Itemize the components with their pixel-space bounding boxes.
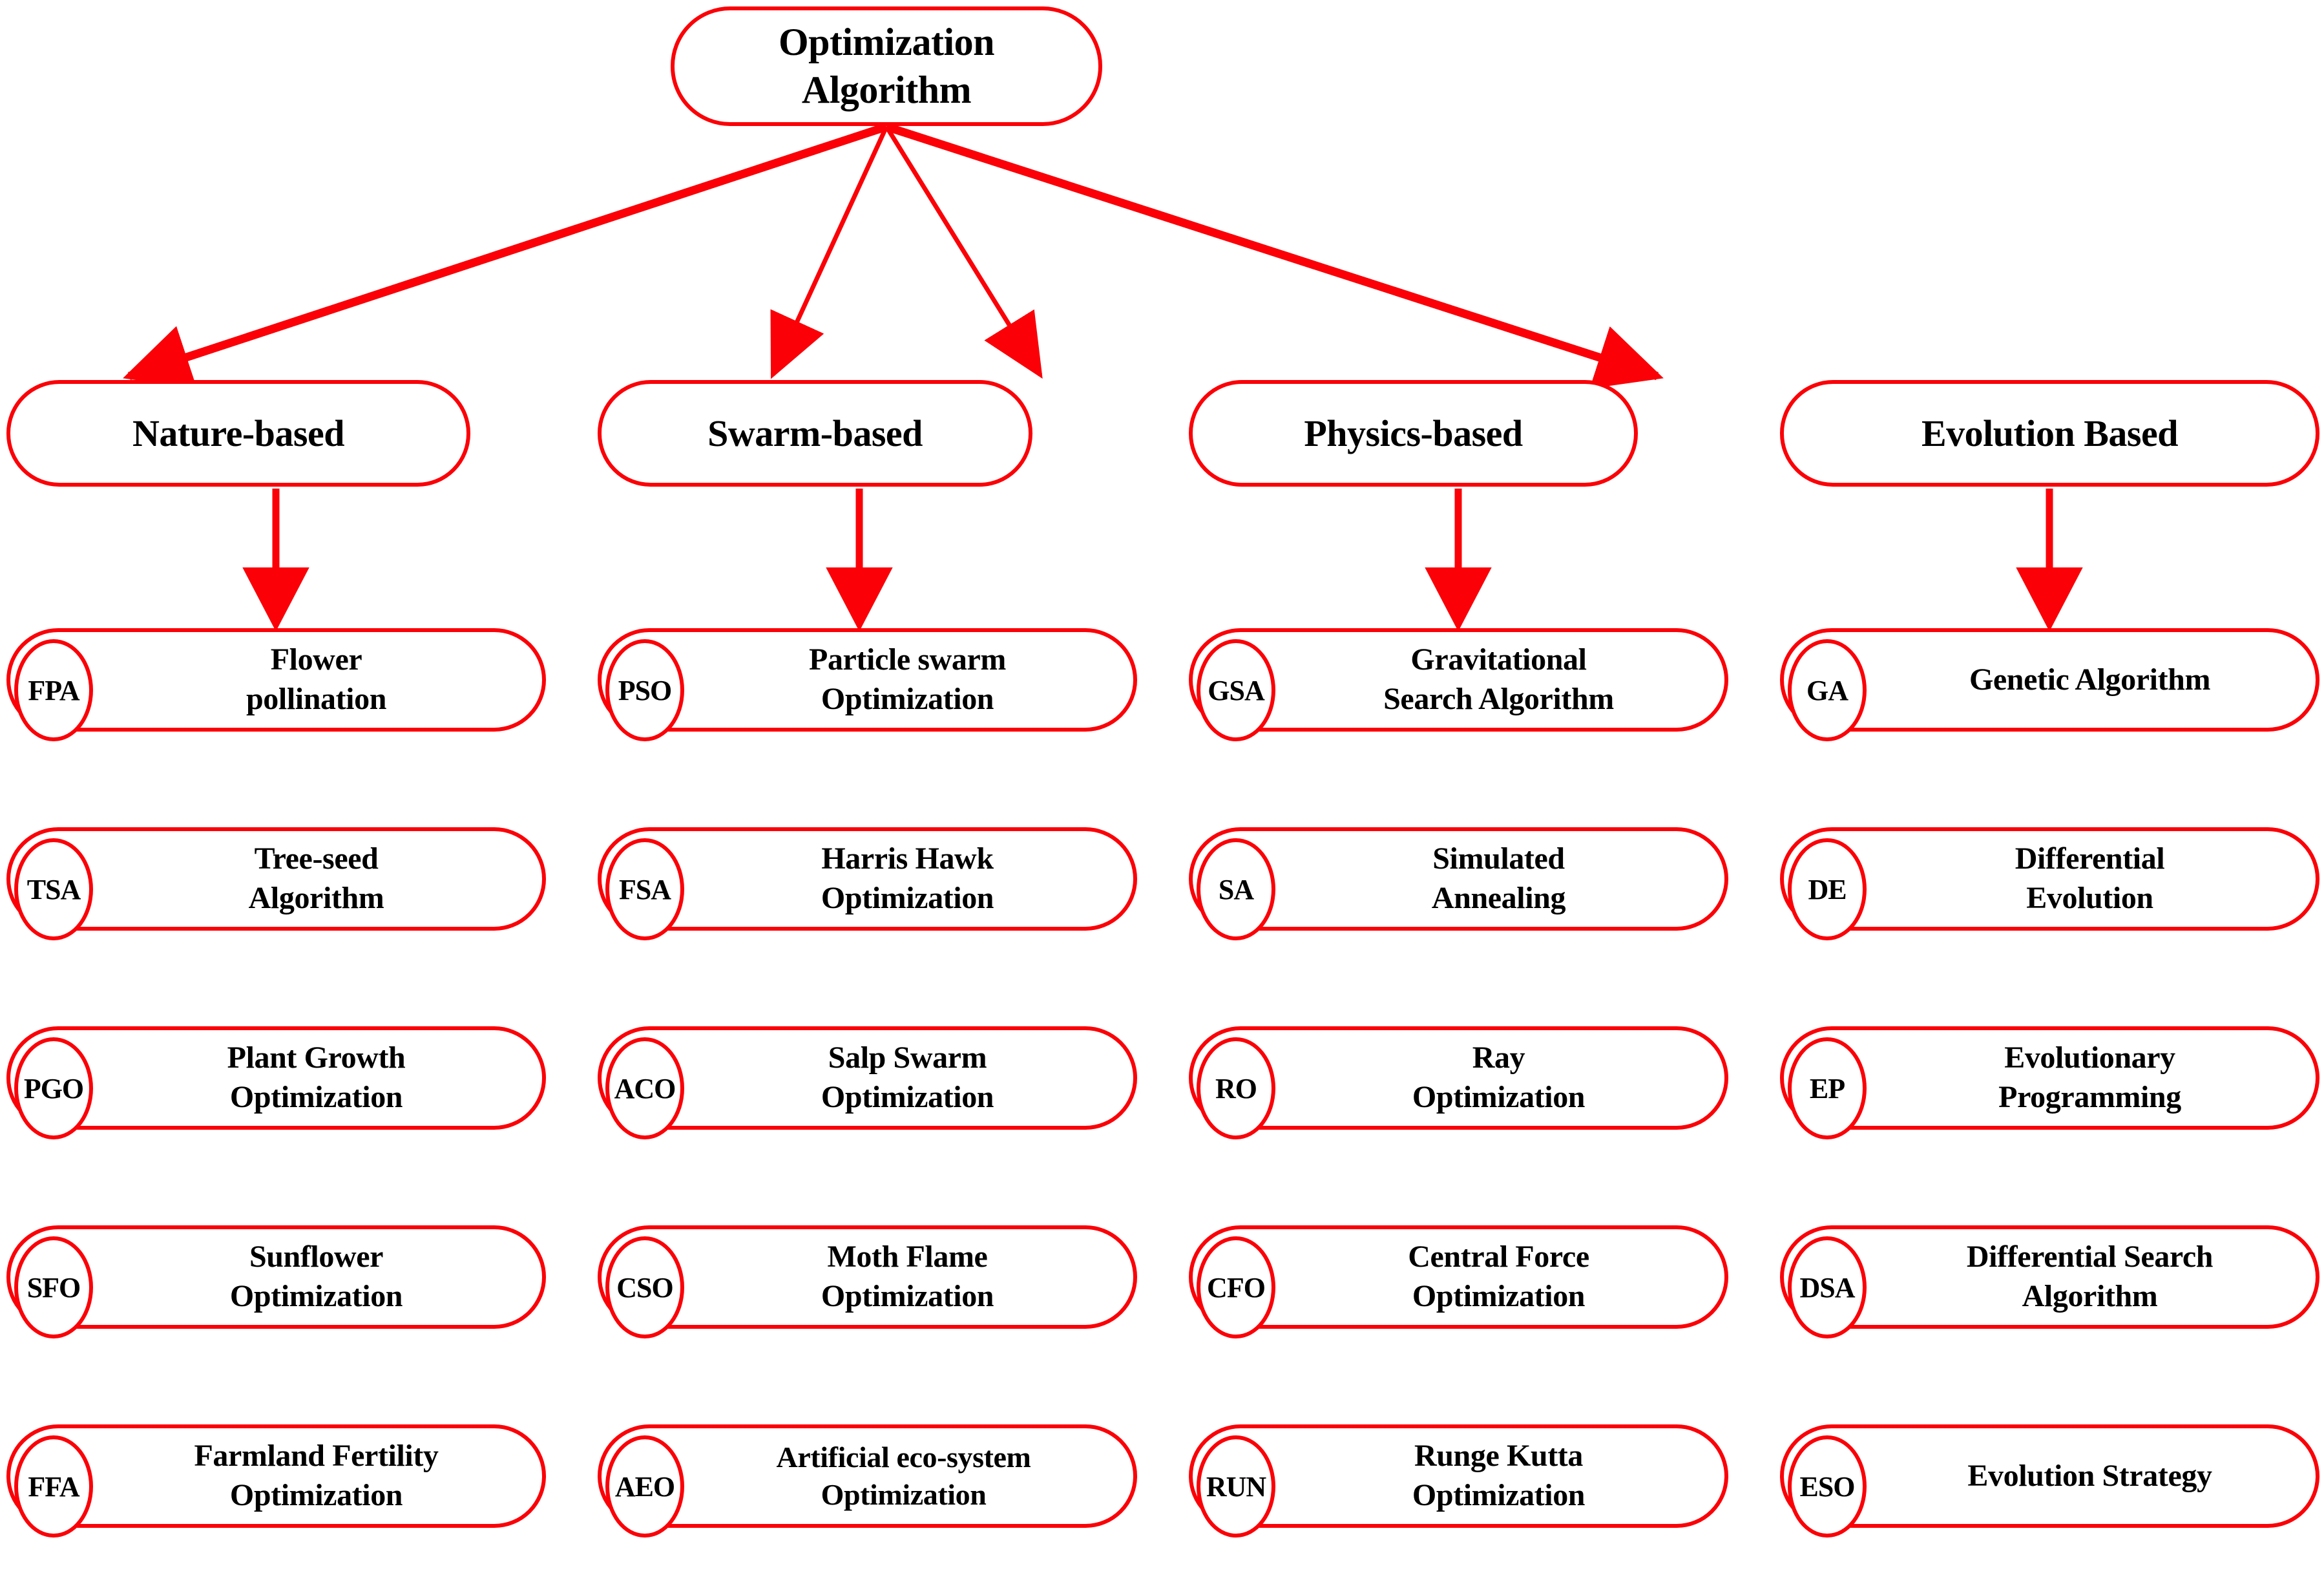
algorithm-abbreviation-badge: PGO [14, 1037, 93, 1139]
algorithm-node[interactable]: CSO Moth Flame Optimization [598, 1225, 1137, 1338]
algorithm-abbreviation-badge: GA [1788, 639, 1867, 741]
category-node-label: Swarm-based [707, 412, 923, 454]
root-node-optimization-algorithm[interactable]: Optimization Algorithm [671, 6, 1102, 126]
algorithm-node[interactable]: FPA Flower pollination [6, 628, 546, 741]
algorithm-name-label: Particle swarm Optimization [809, 642, 1006, 716]
algorithm-name-label: Genetic Algorithm [1969, 662, 2211, 697]
algorithm-node[interactable]: FSA Harris Hawk Optimization [598, 827, 1137, 940]
category-node-swarm-based[interactable]: Swarm-based [598, 380, 1032, 487]
algorithm-name-label: Evolution Strategy [1967, 1458, 2212, 1493]
algorithm-name-label: Ray Optimization [1412, 1041, 1586, 1114]
algorithm-name-label: Differential Evolution [2015, 841, 2165, 915]
algorithm-abbreviation-badge: AEO [605, 1435, 684, 1538]
algorithm-name-label: Tree-seed Algorithm [248, 841, 384, 915]
algorithm-node[interactable]: RUN Runge Kutta Optimization [1189, 1424, 1728, 1538]
algorithm-abbreviation-badge: FPA [14, 639, 93, 741]
algorithm-node[interactable]: GA Genetic Algorithm [1780, 628, 2319, 741]
category-node-label: Physics-based [1304, 412, 1523, 454]
root-node-label: Optimization Algorithm [779, 21, 995, 111]
algorithm-abbreviation-badge: EP [1788, 1037, 1867, 1139]
algorithm-abbreviation-badge: PSO [605, 639, 684, 741]
algorithm-name-label: Moth Flame Optimization [821, 1240, 994, 1313]
algorithm-node[interactable]: SA Simulated Annealing [1189, 827, 1728, 940]
category-node-label: Evolution Based [1921, 412, 2179, 454]
category-node-label: Nature-based [132, 412, 345, 454]
algorithm-name-label: Flower pollination [246, 642, 386, 716]
algorithm-abbreviation-badge: FSA [605, 838, 684, 940]
algorithm-abbreviation-badge: RO [1197, 1037, 1275, 1139]
algorithm-name-label: Simulated Annealing [1431, 841, 1566, 915]
category-node-evolution-based[interactable]: Evolution Based [1780, 380, 2319, 487]
algorithm-abbreviation-badge: GSA [1197, 639, 1275, 741]
algorithm-abbreviation-badge: CSO [605, 1236, 684, 1338]
algorithm-abbreviation-badge: SFO [14, 1236, 93, 1338]
algorithm-name-label: Gravitational Search Algorithm [1383, 642, 1614, 716]
algorithm-node[interactable]: ACO Salp Swarm Optimization [598, 1026, 1137, 1139]
algorithm-name-label: Evolutionary Programming [1998, 1041, 2181, 1114]
algorithm-name-label: Differential Search Algorithm [1966, 1240, 2214, 1313]
edge-root-to-nature-based [123, 122, 888, 388]
algorithm-abbreviation-badge: ESO [1788, 1435, 1867, 1538]
algorithm-node[interactable]: FFA Farmland Fertility Optimization [6, 1424, 546, 1538]
algorithm-abbreviation-badge: SA [1197, 838, 1275, 940]
algorithm-node[interactable]: CFO Central Force Optimization [1189, 1225, 1728, 1338]
algorithm-name-label: Sunflower Optimization [229, 1240, 403, 1313]
algorithm-node[interactable]: AEO Artificial eco-system Optimization [598, 1424, 1137, 1538]
algorithm-node[interactable]: TSA Tree-seed Algorithm [6, 827, 546, 940]
edge-root-to-physics-based [885, 125, 1043, 379]
category-node-physics-based[interactable]: Physics-based [1189, 380, 1638, 487]
algorithm-name-label: Central Force Optimization [1408, 1240, 1589, 1313]
algorithm-name-label: Artificial eco-system Optimization [776, 1440, 1031, 1511]
algorithm-abbreviation-badge: ACO [605, 1037, 684, 1139]
algorithm-abbreviation-badge: TSA [14, 838, 93, 940]
algorithm-node[interactable]: PGO Plant Growth Optimization [6, 1026, 546, 1139]
algorithm-node[interactable]: DSA Differential Search Algorithm [1780, 1225, 2319, 1338]
algorithm-abbreviation-badge: FFA [14, 1435, 93, 1538]
algorithm-name-label: Salp Swarm Optimization [821, 1041, 994, 1114]
algorithm-abbreviation-badge: CFO [1197, 1236, 1275, 1338]
algorithm-node[interactable]: EP Evolutionary Programming [1780, 1026, 2319, 1139]
algorithm-name-label: Farmland Fertility Optimization [194, 1439, 439, 1512]
algorithm-node[interactable]: ESO Evolution Strategy [1780, 1424, 2319, 1538]
algorithm-name-label: Runge Kutta Optimization [1412, 1439, 1586, 1512]
algorithm-node[interactable]: SFO Sunflower Optimization [6, 1225, 546, 1338]
edge-root-to-swarm-based [770, 125, 889, 379]
algorithm-abbreviation-badge: RUN [1197, 1435, 1275, 1538]
algorithm-name-label: Harris Hawk Optimization [821, 841, 994, 915]
algorithm-node[interactable]: GSA Gravitational Search Algorithm [1189, 628, 1728, 741]
algorithm-node[interactable]: PSO Particle swarm Optimization [598, 628, 1137, 741]
edge-root-to-evolution-based [885, 122, 1664, 389]
algorithm-node[interactable]: DE Differential Evolution [1780, 827, 2319, 940]
algorithm-node[interactable]: RO Ray Optimization [1189, 1026, 1728, 1139]
algorithm-abbreviation-badge: DSA [1788, 1236, 1867, 1338]
algorithm-name-label: Plant Growth Optimization [227, 1041, 406, 1114]
category-node-nature-based[interactable]: Nature-based [6, 380, 470, 487]
algorithm-abbreviation-badge: DE [1788, 838, 1867, 940]
